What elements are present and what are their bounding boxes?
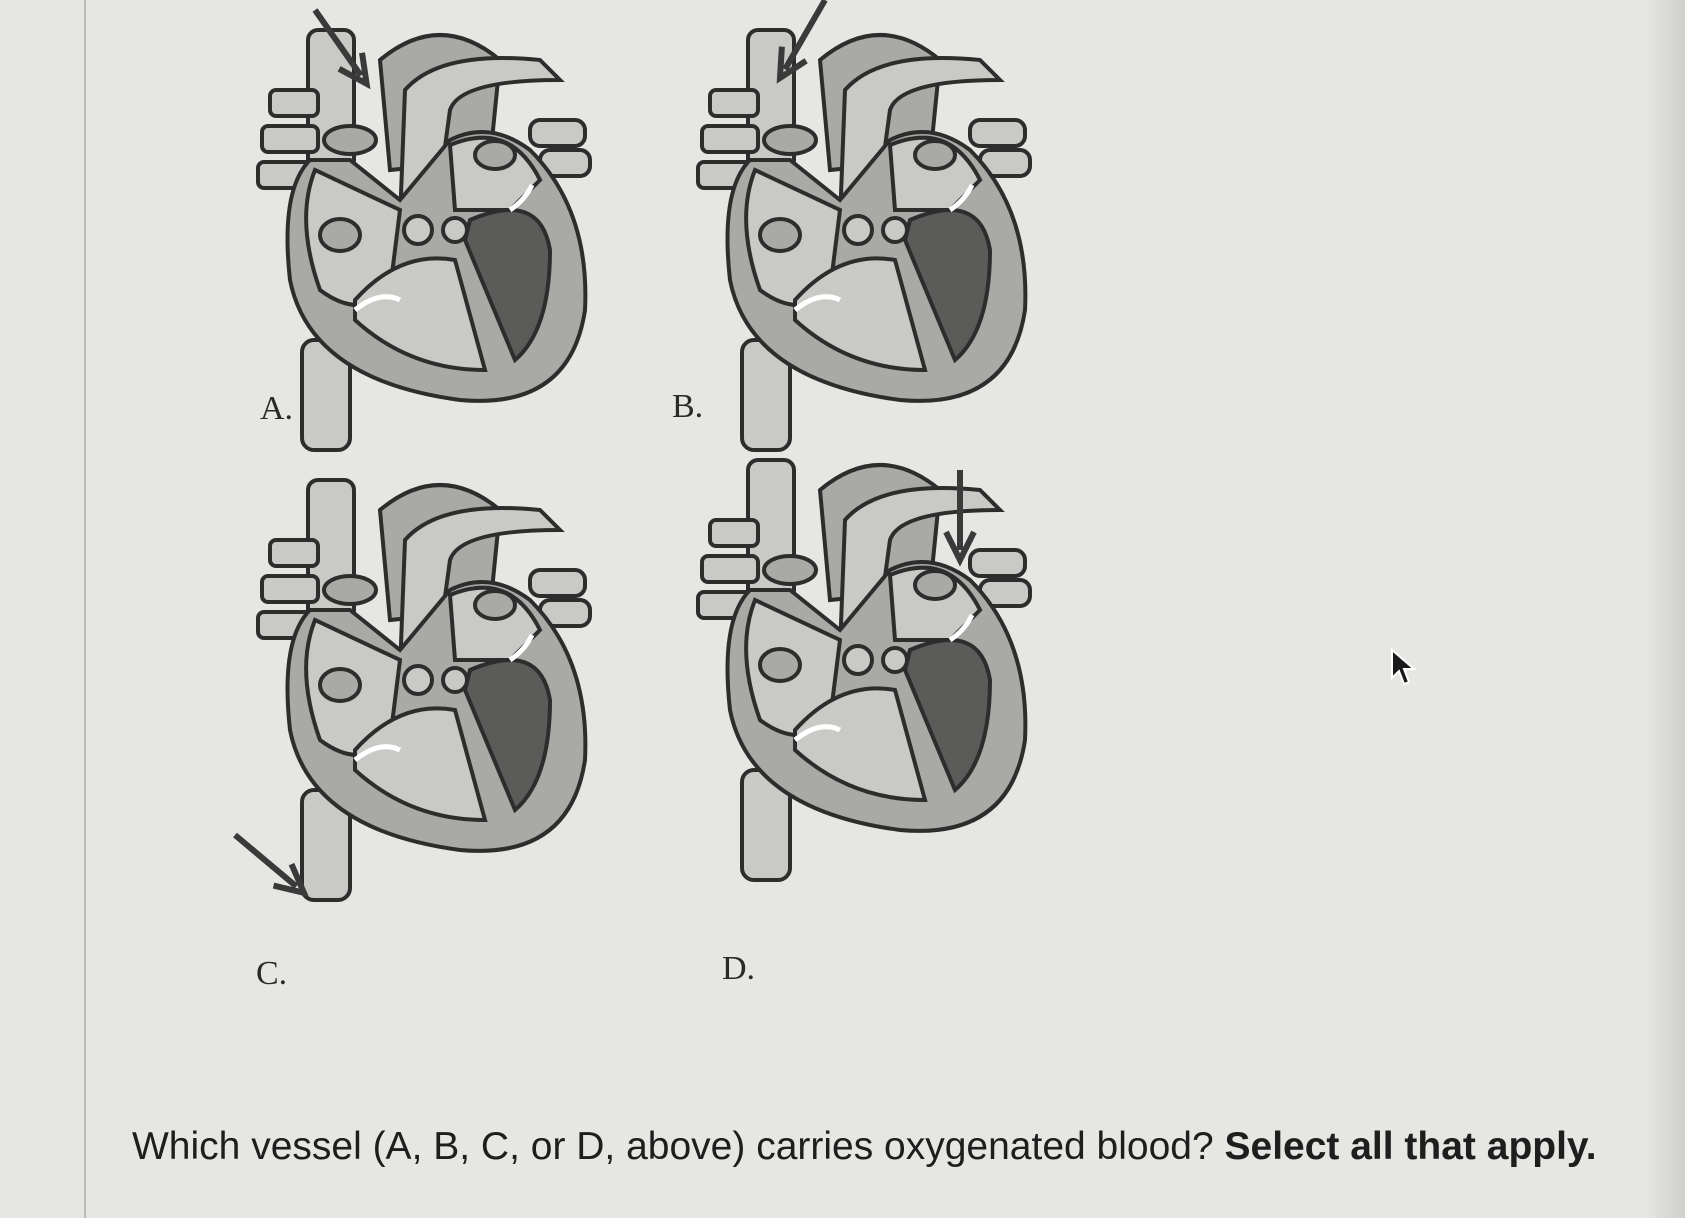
mouse-pointer-icon <box>1391 648 1417 686</box>
heart-illustration-b <box>660 0 1080 500</box>
question-instruction: Select all that apply. <box>1224 1125 1597 1168</box>
question-prompt: Which vessel (A, B, C, or D, above) carr… <box>132 1125 1597 1169</box>
option-label-c: C. <box>256 955 288 992</box>
heart-illustration-c <box>220 450 640 950</box>
heart-illustration-d <box>660 430 1080 930</box>
heart-diagram-c <box>220 450 640 950</box>
option-label-a: A. <box>260 390 294 427</box>
page-left-border <box>84 0 86 1218</box>
heart-diagram-figure: A. B. C. D. <box>180 0 1080 1010</box>
heart-diagram-d <box>660 430 1080 930</box>
question-text: Which vessel (A, B, C, or D, above) carr… <box>132 1125 1225 1168</box>
option-label-b: B. <box>672 388 704 425</box>
option-label-d: D. <box>722 950 756 987</box>
heart-diagram-b <box>660 0 1080 500</box>
screen-edge-shadow <box>1645 0 1685 1218</box>
